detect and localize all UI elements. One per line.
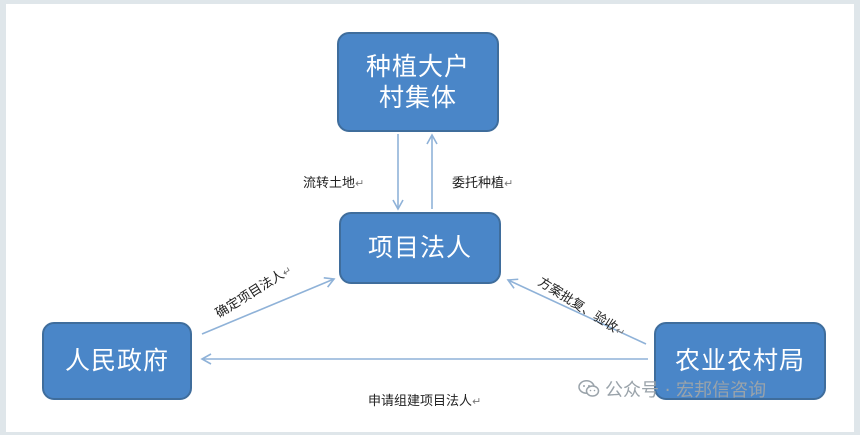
wechat-icon	[578, 380, 600, 397]
edge-label-apply-legal-person-text: 申请组建项目法人	[368, 394, 473, 409]
arrow-right-to-mid	[506, 278, 647, 345]
arrow-layer	[200, 133, 648, 365]
paragraph-mark: ↵	[504, 177, 514, 190]
diagram-canvas: 种植大户 村集体 项目法人 人民政府 农业农村局 流转土地↵ 委托种植↵ 确定项…	[6, 4, 854, 432]
node-top-line2: 村集体	[378, 83, 457, 112]
node-peoples-government: 人民政府	[42, 322, 192, 400]
edge-label-flow-land: 流转土地↵	[303, 172, 364, 191]
edge-label-entrust-planting-text: 委托种植	[452, 176, 505, 191]
edge-label-entrust-planting: 委托种植↵	[452, 172, 513, 191]
edge-label-flow-land-text: 流转土地	[303, 176, 356, 191]
watermark-text: 公众号 · 宏邦信咨询	[605, 380, 767, 401]
node-right-label: 农业农村局	[674, 346, 805, 376]
node-project-legal-person: 项目法人	[339, 212, 501, 284]
node-left-label: 人民政府	[64, 346, 169, 376]
paragraph-mark: ↵	[355, 177, 365, 190]
edge-label-apply-legal-person: 申请组建项目法人↵	[368, 390, 481, 409]
node-growers-village-collective: 种植大户 村集体	[337, 32, 499, 132]
watermark: 公众号 · 宏邦信咨询	[578, 376, 766, 402]
paragraph-mark: ↵	[472, 395, 482, 408]
node-mid-label: 项目法人	[367, 233, 472, 263]
arrow-left-to-mid	[201, 277, 336, 335]
node-agriculture-bureau: 农业农村局	[654, 322, 826, 400]
node-top-line1: 种植大户	[365, 51, 470, 81]
